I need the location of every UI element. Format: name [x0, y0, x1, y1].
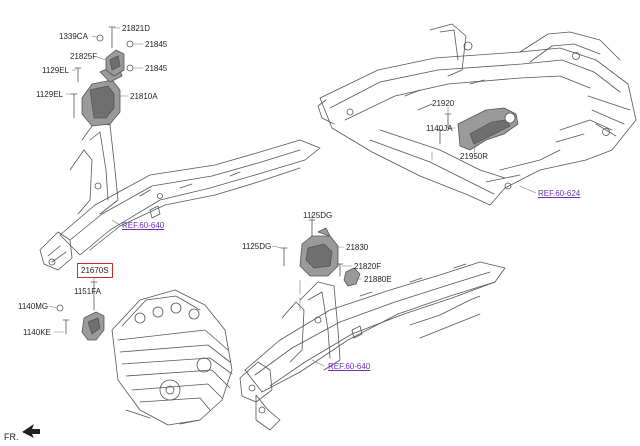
- part-label-21820F[interactable]: 21820F: [354, 262, 382, 271]
- part-label-1140JA[interactable]: 1140JA: [426, 124, 453, 133]
- part-label-21920[interactable]: 21920: [432, 99, 455, 108]
- part-label-21845-lower[interactable]: 21845: [145, 64, 168, 73]
- part-label-1140MG[interactable]: 1140MG: [18, 302, 49, 311]
- arrow-icon: [22, 424, 40, 438]
- part-label-21845-upper[interactable]: 21845: [145, 40, 168, 49]
- part-label-21880E[interactable]: 21880E: [364, 275, 392, 284]
- mount-insulator-21825F: [105, 49, 125, 77]
- reference-link-60-624[interactable]: REF.60-624: [538, 189, 581, 198]
- part-label-1339CA[interactable]: 1339CA: [59, 32, 88, 41]
- part-label-1151FA[interactable]: 1151FA: [74, 287, 101, 296]
- part-label-21825F[interactable]: 21825F: [70, 52, 98, 61]
- reference-link-60-640-upper[interactable]: REF.60-640: [122, 221, 165, 230]
- part-label-21830[interactable]: 21830: [346, 243, 369, 252]
- front-subframe: [317, 23, 637, 206]
- part-label-1125DG-lower[interactable]: 1125DG: [242, 242, 272, 251]
- reference-link-60-640-lower[interactable]: REF.60-640: [328, 362, 371, 371]
- roll-rod-21950R: [457, 107, 519, 151]
- reference-leaders: [111, 185, 537, 367]
- part-label-21670S-highlighted[interactable]: 21670S: [77, 263, 113, 278]
- part-label-1140KE[interactable]: 1140KE: [23, 328, 51, 337]
- right-side-member: [239, 261, 506, 431]
- front-direction-label: FR.: [4, 432, 19, 442]
- transmission-mount-21830: [299, 227, 339, 277]
- engine-bracket-21670S: [81, 311, 105, 341]
- bracket-21880E: [343, 267, 361, 287]
- part-label-21810A[interactable]: 21810A: [130, 92, 158, 101]
- left-side-member: [39, 121, 321, 271]
- part-label-21950R[interactable]: 21950R: [460, 152, 489, 161]
- part-label-1129EL-upper[interactable]: 1129EL: [42, 66, 69, 75]
- part-label-21821D[interactable]: 21821D: [122, 24, 151, 33]
- engine-block: [111, 289, 233, 426]
- front-direction-arrow: [22, 424, 40, 438]
- engine-mount-bracket-21810A: [81, 63, 123, 127]
- part-label-1125DG-upper[interactable]: 1125DG: [303, 211, 333, 220]
- part-label-1129EL-lower[interactable]: 1129EL: [36, 90, 63, 99]
- leader-lines: [48, 27, 477, 333]
